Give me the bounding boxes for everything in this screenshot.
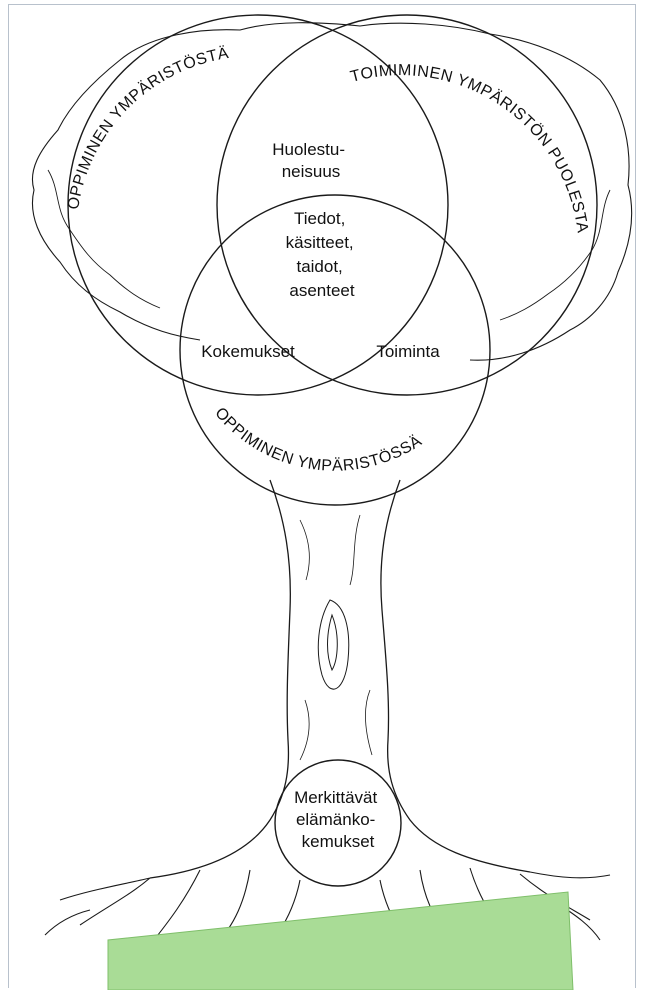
- trunk-knot: [318, 600, 348, 689]
- tree-trunk-right: [381, 480, 530, 872]
- tree-canopy-outline: [32, 23, 631, 360]
- canopy-inner-scribble-left: [48, 170, 160, 308]
- green-note[interactable]: [108, 892, 573, 990]
- trunk-bark-lines: [300, 515, 372, 760]
- label-center: Tiedot, käsitteet, taidot, asenteet: [286, 209, 359, 300]
- label-left-bottom-overlap: Kokemukset: [201, 342, 295, 361]
- label-circle-right: TOIMIMINEN YMPÄRISTÖN PUOLESTA: [349, 62, 591, 234]
- label-top-overlap: Huolestu- neisuus: [272, 140, 350, 181]
- label-circle-left: OPPIMINEN YMPÄRISTÖSTÄ: [65, 44, 230, 211]
- label-root-circle: Merkittävät elämänko- kemukset: [294, 788, 382, 851]
- label-right-bottom-overlap: Toiminta: [376, 342, 440, 361]
- label-circle-bottom: OPPIMINEN YMPÄRISTÖSSÄ: [211, 405, 425, 475]
- tree-trunk-left: [150, 480, 290, 878]
- canopy-inner-scribble-right: [500, 190, 610, 320]
